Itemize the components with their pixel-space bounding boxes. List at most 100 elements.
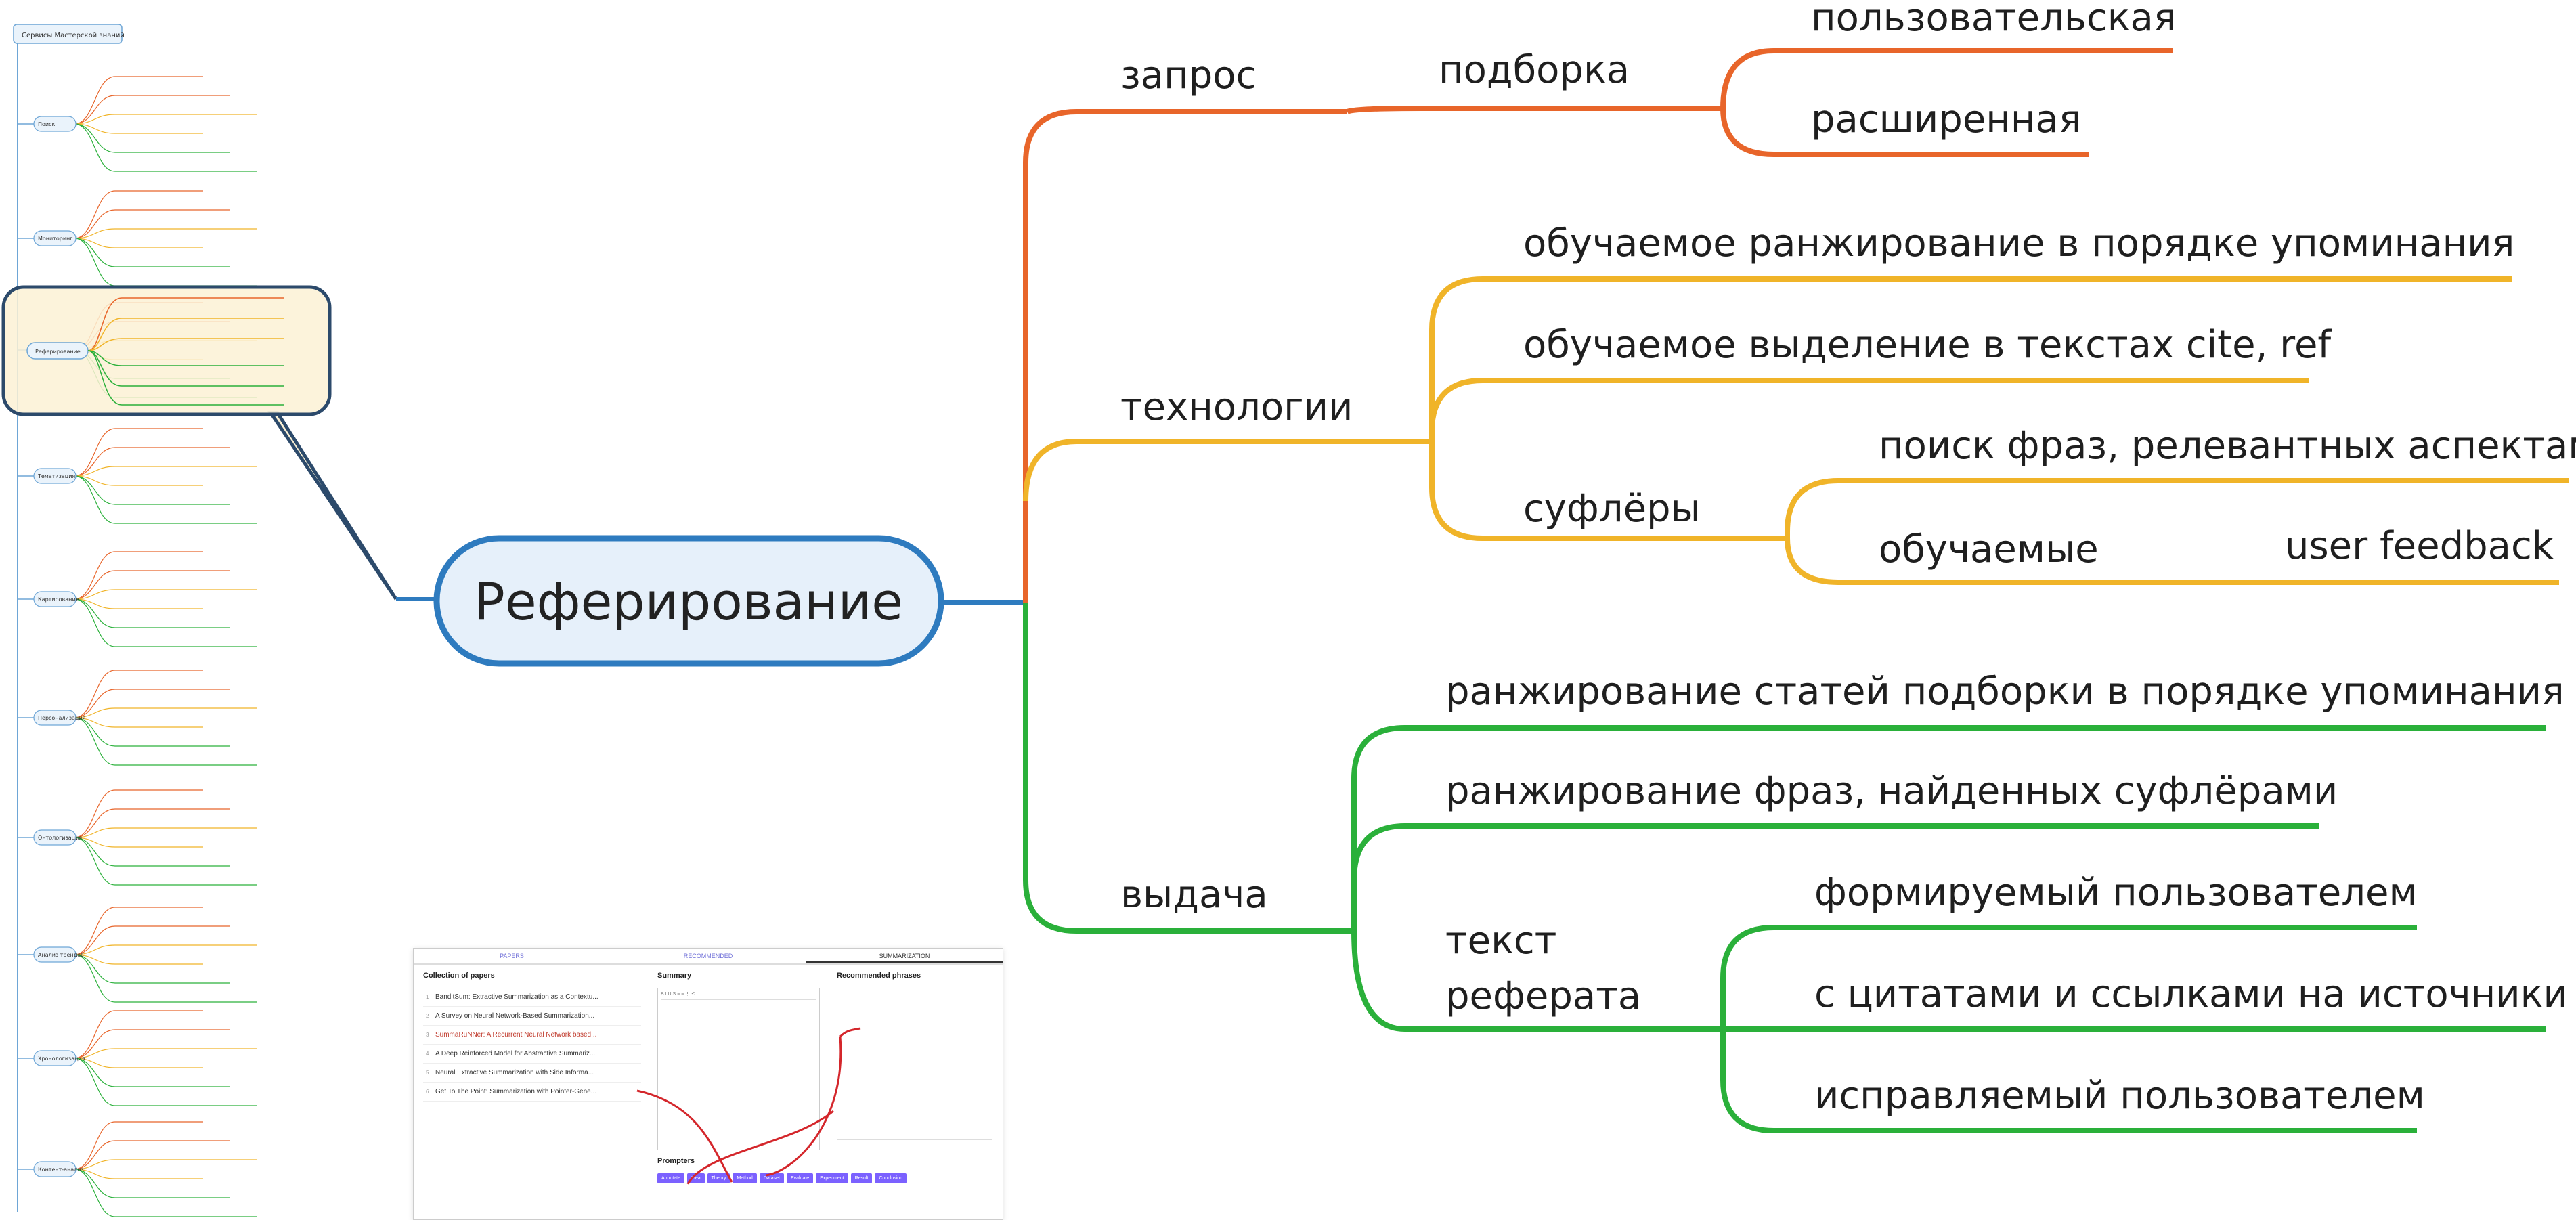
mini-branch-line	[74, 228, 257, 239]
node-extraction-label: обучаемое выделение в текстах cite, ref	[1523, 323, 2332, 367]
editor-toolbar[interactable]: B I U S ≡ ≡ ⋮ ⟲	[661, 991, 816, 1000]
mini-category-node[interactable]	[33, 116, 77, 132]
prompter-button[interactable]: Dataset	[759, 1173, 784, 1183]
node-prompter-trainable-label: обучаемые	[1879, 527, 2099, 571]
prompter-button[interactable]: Annotate	[657, 1173, 685, 1183]
prompter-button[interactable]: Conclusion	[875, 1173, 907, 1183]
mini-branch-line	[74, 925, 230, 955]
callout-pointer	[267, 411, 398, 601]
mini-category-node[interactable]	[33, 468, 77, 484]
summary-column: Summary B I U S ≡ ≡ ⋮ ⟲ Prompters Annota…	[657, 972, 907, 1214]
central-node-label: Реферирование	[474, 571, 903, 632]
summarization-app-screenshot: PAPERS RECOMMENDED SUMMARIZATION Collect…	[413, 948, 1003, 1220]
mini-branch-line	[74, 907, 203, 955]
node-abstract-label-1: текст	[1445, 919, 1556, 963]
recommended-phrases-box[interactable]	[837, 988, 992, 1140]
mini-branch-line	[74, 475, 257, 524]
paper-number: 5	[426, 1070, 429, 1076]
prompter-button[interactable]: Experiment	[816, 1173, 848, 1183]
edge-ranking	[1429, 276, 2512, 441]
node-user-selection-label: пользовательская	[1811, 0, 2177, 40]
paper-title: A Deep Reinforced Model for Abstractive …	[435, 1050, 596, 1058]
paper-number: 6	[426, 1089, 429, 1095]
mini-branch-line	[74, 475, 230, 505]
mini-root-label: Сервисы Мастерской знаний	[22, 32, 125, 39]
paper-title: A Survey on Neural Network-Based Summari…	[435, 1012, 595, 1020]
edge-prompters	[1429, 441, 1787, 541]
mini-category-node[interactable]	[33, 1161, 77, 1177]
node-tech-label: технологии	[1120, 385, 1353, 429]
mini-category-node[interactable]	[33, 591, 77, 607]
edge-rank-phrases	[1351, 823, 2319, 931]
prompter-button[interactable]: Result	[850, 1173, 873, 1183]
svg-text:Реферирование: Реферирование	[35, 349, 81, 355]
mini-branch-line	[74, 837, 203, 848]
node-query-label: запрос	[1120, 53, 1257, 97]
edge-selection	[1346, 106, 1723, 114]
collection-title: Collection of papers	[423, 972, 495, 980]
mini-branch-line	[74, 717, 203, 728]
paper-list-item[interactable]: 1 BanditSum: Extractive Summarization as …	[423, 988, 641, 1007]
central-node[interactable]	[433, 535, 944, 667]
mini-branch-line	[74, 190, 203, 239]
paper-title: Get To The Point: Summarization with Poi…	[435, 1088, 597, 1095]
mini-branch-line	[74, 1140, 230, 1170]
mini-category-node[interactable]	[33, 230, 77, 246]
node-selection-label: подборка	[1439, 48, 1630, 92]
node-user-corrected-label: исправляемый пользователем	[1814, 1074, 2425, 1118]
mini-branch-line	[74, 76, 203, 125]
mini-branch-line	[74, 598, 203, 609]
callout-highlight-box	[1, 285, 332, 416]
tab-recommended[interactable]: RECOMMENDED	[683, 953, 733, 959]
edge-rank-articles	[1351, 725, 2546, 931]
tab-papers[interactable]: PAPERS	[500, 953, 524, 959]
mini-branch-line	[74, 95, 230, 125]
node-ranking-label: обучаемое ранжирование в порядке упомина…	[1523, 221, 2514, 265]
summary-editor[interactable]: B I U S ≡ ≡ ⋮ ⟲	[657, 988, 820, 1150]
paper-title: Neural Extractive Summarization with Sid…	[435, 1069, 594, 1076]
mini-branch-line	[74, 1169, 257, 1217]
mini-categories: ПоискМониторингРеферированиеТематизацияК…	[18, 76, 257, 1217]
prompter-button[interactable]: Evaluate	[786, 1173, 814, 1183]
paper-list-item[interactable]: 6 Get To The Point: Summarization with Po…	[423, 1083, 641, 1102]
mini-branch-line	[74, 1029, 230, 1059]
mini-category-label: Картирование	[38, 596, 79, 603]
mini-category-label: Анализ трендов	[38, 952, 84, 958]
mini-branch-line	[74, 551, 203, 600]
paper-number: 1	[426, 994, 429, 1000]
prompter-button[interactable]: Theory	[707, 1173, 730, 1183]
edge-extended-selection	[1720, 108, 2089, 157]
paper-title: BanditSum: Extractive Summarization as a…	[435, 993, 598, 1001]
annotation-arrows	[636, 1027, 861, 1185]
mini-branch-line	[74, 954, 203, 965]
summary-title: Summary	[657, 972, 692, 980]
prompter-button[interactable]: Method	[733, 1173, 757, 1183]
mini-category-label: Мониторинг	[38, 236, 73, 242]
paper-list-item[interactable]: 4 A Deep Reinforced Model for Abstractive…	[423, 1045, 641, 1064]
mini-category-node[interactable]	[33, 1050, 77, 1066]
paper-list-item[interactable]: 5 Neural Extractive Summarization with Si…	[423, 1064, 641, 1083]
mini-branch-line	[74, 238, 203, 248]
mini-branch-line	[74, 598, 257, 647]
paper-number: 4	[426, 1051, 429, 1057]
mini-branch-line	[74, 689, 230, 718]
mini-branch-line	[74, 944, 257, 955]
edge-output	[1023, 603, 1354, 934]
mini-branch-line	[74, 466, 257, 477]
mini-category-node[interactable]	[33, 829, 77, 846]
tab-summarization[interactable]: SUMMARIZATION	[806, 949, 1003, 963]
edge-user-corrected	[1720, 1029, 2417, 1133]
paper-title: SummaRuNNer: A Recurrent Neural Network …	[435, 1031, 597, 1039]
collection-column: Collection of papers 1 BanditSum: Extract…	[423, 972, 641, 1214]
node-abstract-label-2: реферата	[1445, 974, 1641, 1018]
mini-branch-line	[74, 789, 203, 838]
prompter-button[interactable]: Idea	[687, 1173, 705, 1183]
mini-branch-line	[74, 598, 230, 628]
mini-category-node[interactable]	[33, 946, 77, 963]
mini-branch-line	[74, 717, 230, 747]
mini-category-node[interactable]	[33, 710, 77, 726]
